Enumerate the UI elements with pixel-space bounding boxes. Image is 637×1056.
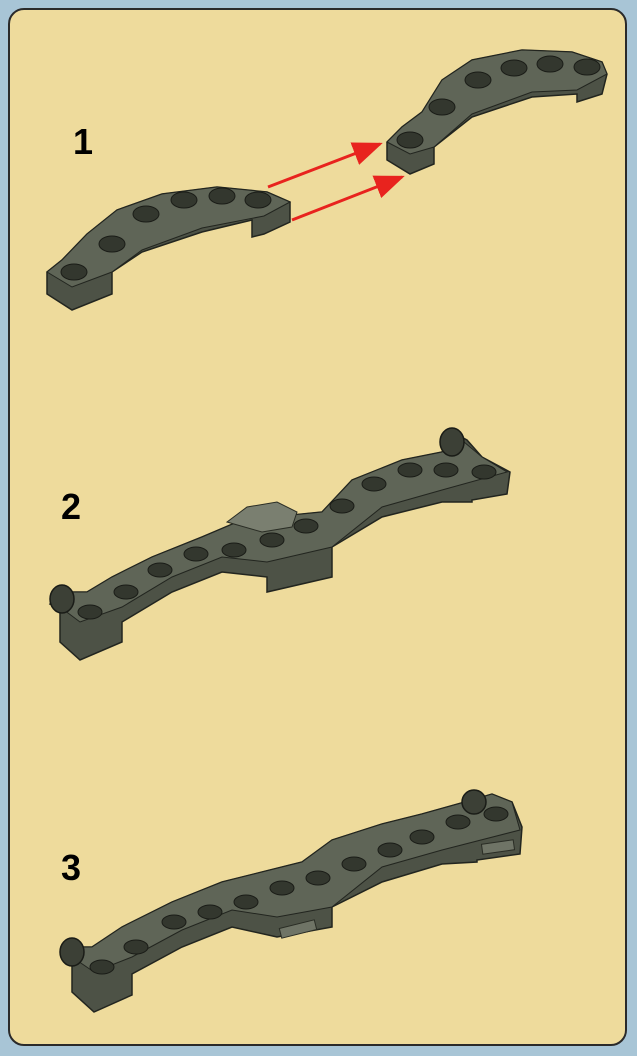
step-3-assembly — [60, 790, 522, 1012]
step-1-arrow-upper — [268, 144, 380, 187]
step-2-assembly — [50, 428, 510, 660]
step-1-left-arch-piece — [47, 187, 290, 310]
instruction-panel: 1 2 3 — [8, 8, 627, 1046]
build-steps-illustration — [8, 8, 627, 1046]
step-1-right-arch-piece — [387, 50, 607, 174]
step-1-assembly — [47, 50, 607, 310]
step-1-arrow-lower — [292, 177, 402, 220]
